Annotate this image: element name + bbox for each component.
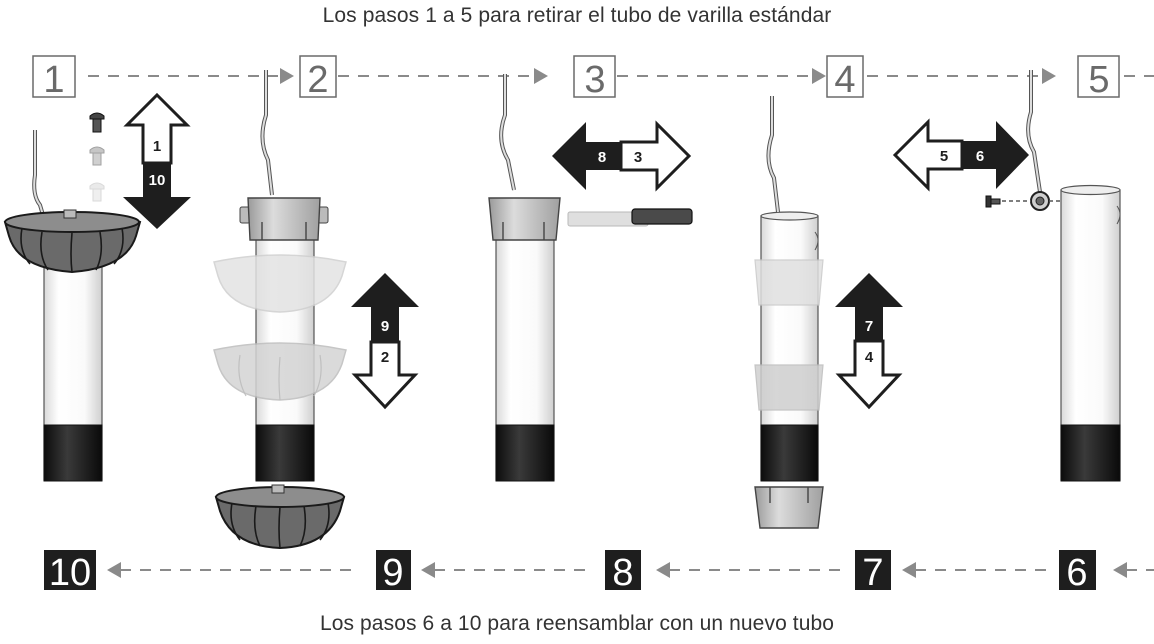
title-top: Los pasos 1 a 5 para retirar el tubo de … (322, 4, 832, 27)
double-arrow-vertical-icon (123, 92, 191, 229)
step-box-7: 7 (855, 550, 891, 594)
arrow-label: 8 (598, 149, 606, 166)
arrow-label: 6 (976, 148, 984, 165)
step-box-1: 1 (32, 55, 76, 101)
title-bottom: Los pasos 6 a 10 para reensamblar con un… (319, 612, 835, 635)
step-number: 8 (612, 552, 633, 594)
screw-icon (89, 182, 105, 202)
step-number: 5 (1088, 59, 1109, 101)
figure-step-2: 9 2 (213, 70, 419, 550)
step-box-5: 5 (1077, 55, 1120, 101)
step-box-3: 3 (573, 55, 616, 101)
figure-step-4: 7 4 (754, 96, 903, 529)
arrowhead-left-icon (902, 562, 916, 578)
screw-icon (985, 195, 1001, 208)
step-box-8: 8 (605, 550, 641, 594)
double-arrow-horizontal-icon (892, 118, 1029, 192)
figure-step-3: 8 3 (488, 74, 693, 482)
arrow-label: 5 (940, 148, 948, 165)
double-arrow-vertical-icon (835, 273, 903, 410)
step-box-10: 10 (44, 550, 96, 594)
step-box-4: 4 (826, 55, 864, 101)
arrow-label: 9 (381, 318, 389, 335)
arrow-label: 2 (381, 349, 389, 366)
step-number: 10 (49, 552, 91, 594)
arrowhead-right-icon (1042, 68, 1056, 84)
arrow-label: 7 (865, 318, 873, 335)
arrow-label: 4 (865, 349, 874, 366)
arrow-label: 10 (149, 172, 166, 189)
step-number: 1 (43, 59, 64, 101)
step-number: 9 (382, 552, 403, 594)
arrowhead-left-icon (107, 562, 121, 578)
step-box-6: 6 (1059, 550, 1096, 594)
arrowhead-left-icon (421, 562, 435, 578)
screw-icon (89, 146, 105, 166)
bottom-connector-heads (107, 562, 1127, 578)
figure-step-1: 1 10 (3, 92, 191, 482)
step-number: 6 (1066, 552, 1087, 594)
screw-icon (89, 112, 105, 133)
step-number: 3 (584, 59, 605, 101)
step-box-2: 2 (299, 55, 337, 101)
double-arrow-vertical-icon (351, 273, 419, 410)
double-arrow-horizontal-icon (552, 120, 692, 192)
arrowhead-right-icon (534, 68, 548, 84)
top-connector-heads (280, 68, 1056, 84)
step-number: 7 (862, 552, 883, 594)
step-number: 4 (834, 59, 855, 101)
arrowhead-left-icon (1113, 562, 1127, 578)
arrowhead-right-icon (812, 68, 826, 84)
step-box-9: 9 (376, 550, 411, 594)
arrowhead-left-icon (656, 562, 670, 578)
step-number: 2 (307, 59, 328, 101)
figure-step-5: 5 6 (892, 70, 1121, 482)
arrowhead-right-icon (280, 68, 294, 84)
arrow-label: 1 (153, 138, 161, 155)
arrow-label: 3 (634, 149, 642, 166)
